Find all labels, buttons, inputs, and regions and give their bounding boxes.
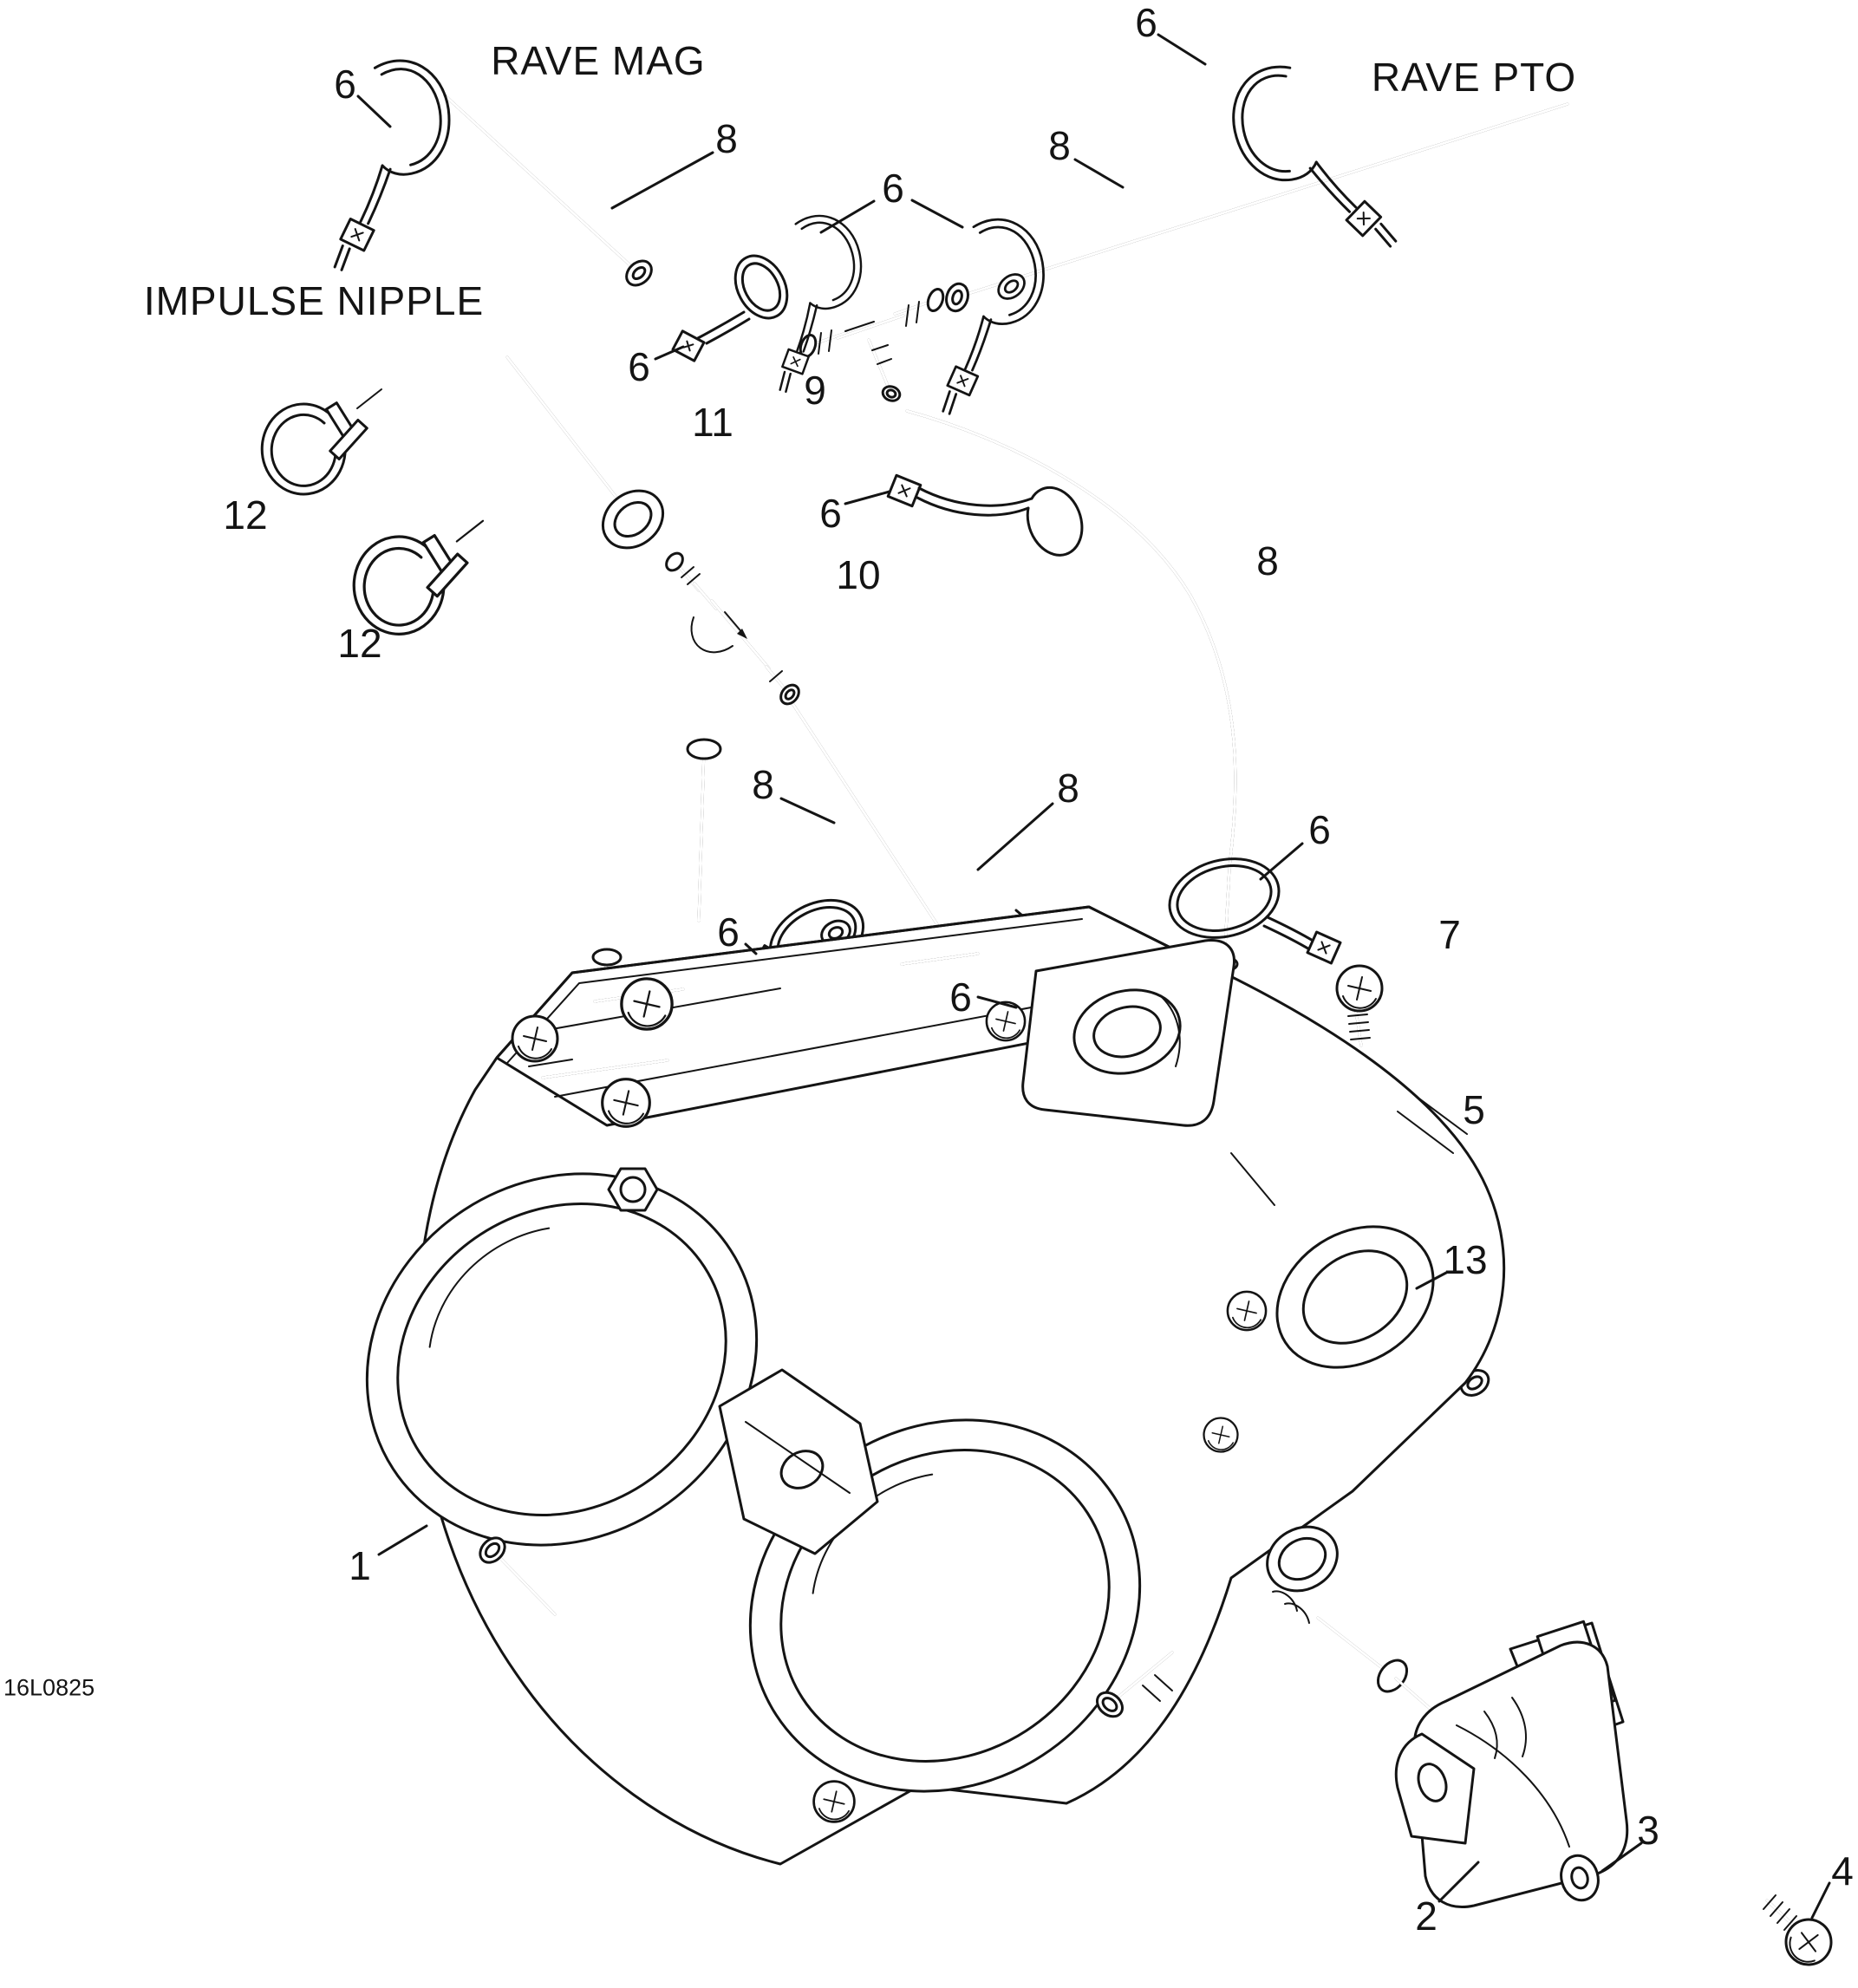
check-valve [665,551,800,706]
callout-t-fitting: 9 [804,368,826,413]
label-rave-mag: RAVE MAG [491,38,706,83]
callout-tie-check-valve: 6 [819,491,842,536]
callout-hose-impulse-line-right: 8 [1057,766,1079,811]
callout-throttle-position-sensor: 2 [1415,1893,1438,1939]
callout-tie-down-hose: 6 [1308,807,1331,852]
callout-clamp-lower: 12 [337,621,382,666]
callout-impulse-tube: 11 [692,400,733,445]
tie-down-hose [1168,857,1342,965]
throttle-position-sensor [1394,1620,1842,1976]
drawing-number: 16L0825 [3,1674,95,1701]
leader-lines [356,33,1831,1920]
callout-ties-center-pair: 6 [882,166,904,211]
callout-clamp-upper: 12 [223,492,268,538]
callout-hose-rave-pto: 8 [1048,123,1071,168]
callout-tie-eyelet-right: 6 [949,974,972,1020]
callout-hose-rave-mag: 8 [715,116,738,161]
carburetor-assembly [365,738,1506,1866]
callout-solenoid-valve: 5 [1463,1087,1485,1132]
tie-near-t-fitting [886,473,1084,557]
callout-tie-eyelet-left: 6 [717,909,740,955]
callout-tie-rave-pto: 6 [1135,0,1157,45]
tie-impulse [671,254,789,362]
callout-carburetor: 1 [349,1543,371,1588]
callout-hose-solenoid-curve: 8 [1256,538,1279,583]
label-rave-pto: RAVE PTO [1371,55,1577,100]
callout-tie-rave-mag: 6 [334,62,356,107]
callout-hose-impulse-line-left: 8 [752,762,774,807]
callout-screw-sensor: 4 [1831,1848,1854,1893]
label-impulse-nipple: IMPULSE NIPPLE [143,278,485,323]
t-fitting [799,287,945,402]
spring-clamps [260,388,485,636]
callout-tie-impulse-hose: 6 [628,344,650,389]
callout-hose-outlet: 13 [1443,1237,1488,1282]
callout-check-valve: 10 [836,552,881,597]
callout-washer: 3 [1637,1808,1659,1853]
callout-screw-solenoid: 7 [1438,912,1461,957]
